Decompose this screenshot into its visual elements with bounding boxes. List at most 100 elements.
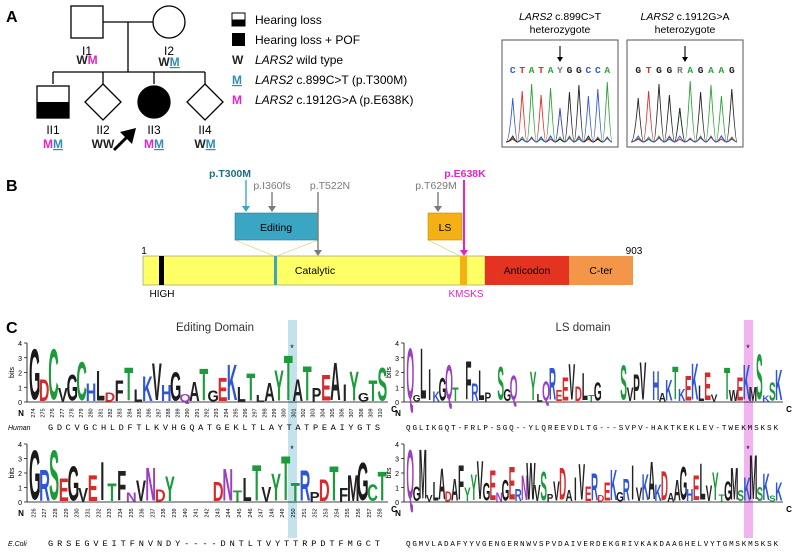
axis-tick: 0 xyxy=(395,400,399,407)
logo-letter: L xyxy=(256,394,265,404)
position-number: 296 xyxy=(243,408,249,417)
logo-letter: V xyxy=(136,476,146,509)
axis-tick: 1 xyxy=(18,385,22,392)
axis-tick: 1 xyxy=(18,486,22,493)
logo-letter: G xyxy=(439,373,447,408)
base-call: A xyxy=(529,65,535,76)
position-number: 284 xyxy=(127,408,133,417)
axis-label-bits: bits xyxy=(386,467,393,478)
kmsks-region xyxy=(460,256,467,285)
logo-letter: V xyxy=(711,393,718,404)
logo-letter: V xyxy=(636,485,643,506)
logo-letter: Y xyxy=(271,468,281,510)
base-call: G xyxy=(635,65,641,76)
logo-letter: K xyxy=(432,388,439,404)
logo-letter: W xyxy=(729,387,739,405)
logo-letter: A xyxy=(292,374,303,409)
logo-letter: F xyxy=(458,455,464,510)
legend-variant-label: LARS2 wild type xyxy=(255,53,343,67)
position-number: 290 xyxy=(185,408,191,417)
logo-letter: E xyxy=(490,461,497,509)
base-call: G xyxy=(567,65,573,76)
editing-domain-title: Editing Domain xyxy=(176,322,254,334)
logo-letter: K xyxy=(775,478,782,507)
logo-letter: Q xyxy=(445,355,453,410)
logo-letter: P xyxy=(547,493,554,504)
logo-letter: K xyxy=(743,354,750,411)
logo-letter: E xyxy=(509,458,516,511)
legend-genotype-symbol: M xyxy=(232,93,242,107)
position-number: 243 xyxy=(215,508,221,517)
logo-letter: I xyxy=(343,381,347,408)
position-number: 292 xyxy=(205,408,211,417)
trace-C xyxy=(630,135,738,143)
base-call: C xyxy=(595,65,601,76)
position-number: 226 xyxy=(31,508,37,517)
logo-letter: S xyxy=(497,358,504,411)
position-number: 277 xyxy=(60,408,66,417)
position-number: 297 xyxy=(253,408,259,417)
chromatogram-title: LARS2 c.899C>T xyxy=(519,11,602,23)
logo-letter: Q xyxy=(406,333,414,414)
base-call: A xyxy=(708,65,714,76)
logo-letter: E xyxy=(685,370,692,408)
logo-letter: T xyxy=(107,479,116,507)
position-number: 282 xyxy=(108,408,114,417)
position-number: 281 xyxy=(98,408,104,417)
logo-letter: T xyxy=(199,360,208,411)
axis-label-bits: bits xyxy=(9,467,16,478)
position-number: 299 xyxy=(272,408,278,417)
logo-letter: A xyxy=(264,378,275,408)
sequence-editing-ecoli: GRSEGVEITFNVNDY----DNTLTVYTTRPDTFMGCT xyxy=(48,539,380,549)
anticodon-domain xyxy=(485,256,569,285)
logo-letter: Y xyxy=(464,485,471,506)
logo-letter: L xyxy=(134,386,143,406)
logo-letter: E xyxy=(218,372,228,408)
logo-letter: G xyxy=(594,378,602,407)
position-number: 298 xyxy=(262,408,268,417)
chromatogram-title: LARS2 c.1912G>A xyxy=(640,11,729,23)
logo-letter: T xyxy=(329,456,338,511)
axis-label-bits: bits xyxy=(386,367,393,378)
logo-letter: M xyxy=(749,442,757,513)
high-motif-label: HIGH xyxy=(150,289,175,300)
species-ecoli: E.Coli xyxy=(8,541,27,548)
logo-letter: R xyxy=(549,360,556,411)
logo-letter: C xyxy=(367,481,378,508)
axis-tick: 0 xyxy=(18,500,22,507)
position-number: 239 xyxy=(172,508,178,517)
logo-letter: F xyxy=(465,351,471,412)
panel-label-a: A xyxy=(6,9,18,26)
position-number: 238 xyxy=(161,508,167,517)
position-number: 246 xyxy=(248,508,254,517)
logo-letter: Q xyxy=(510,370,518,408)
logo-letter: S xyxy=(377,359,387,412)
logo-letter: R xyxy=(623,472,630,507)
logo-letter: V xyxy=(78,483,88,506)
position-number: 274 xyxy=(31,408,37,417)
pedigree-diamond-II4 xyxy=(186,83,224,121)
logo-letter: R xyxy=(471,380,478,408)
logo-letter: K xyxy=(691,352,698,410)
sequence-editing-human: GDCVGCHLDFTLKVHGQATGEKLTLAYTATPEAIYGTS xyxy=(48,423,380,433)
position-number: 304 xyxy=(320,408,326,417)
position-number: 258 xyxy=(378,508,384,517)
position-number: 234 xyxy=(118,508,124,517)
logo-letter: L xyxy=(420,333,426,414)
logo-letter: T xyxy=(672,358,678,411)
axis-tick: 3 xyxy=(395,356,399,363)
position-number: 235 xyxy=(129,508,135,517)
position-number: 289 xyxy=(176,408,182,417)
logo-letter: G xyxy=(616,489,624,505)
conservation-star: * xyxy=(746,444,750,454)
position-number: 310 xyxy=(378,408,384,417)
logo-letter: F xyxy=(117,462,126,510)
logo-letter: H xyxy=(86,380,97,407)
base-call: T xyxy=(519,65,525,76)
logo-letter: D xyxy=(105,390,116,404)
logo-letter: Y xyxy=(274,360,284,410)
logo-letter: G xyxy=(413,394,421,405)
logo-letter: T xyxy=(588,393,594,403)
